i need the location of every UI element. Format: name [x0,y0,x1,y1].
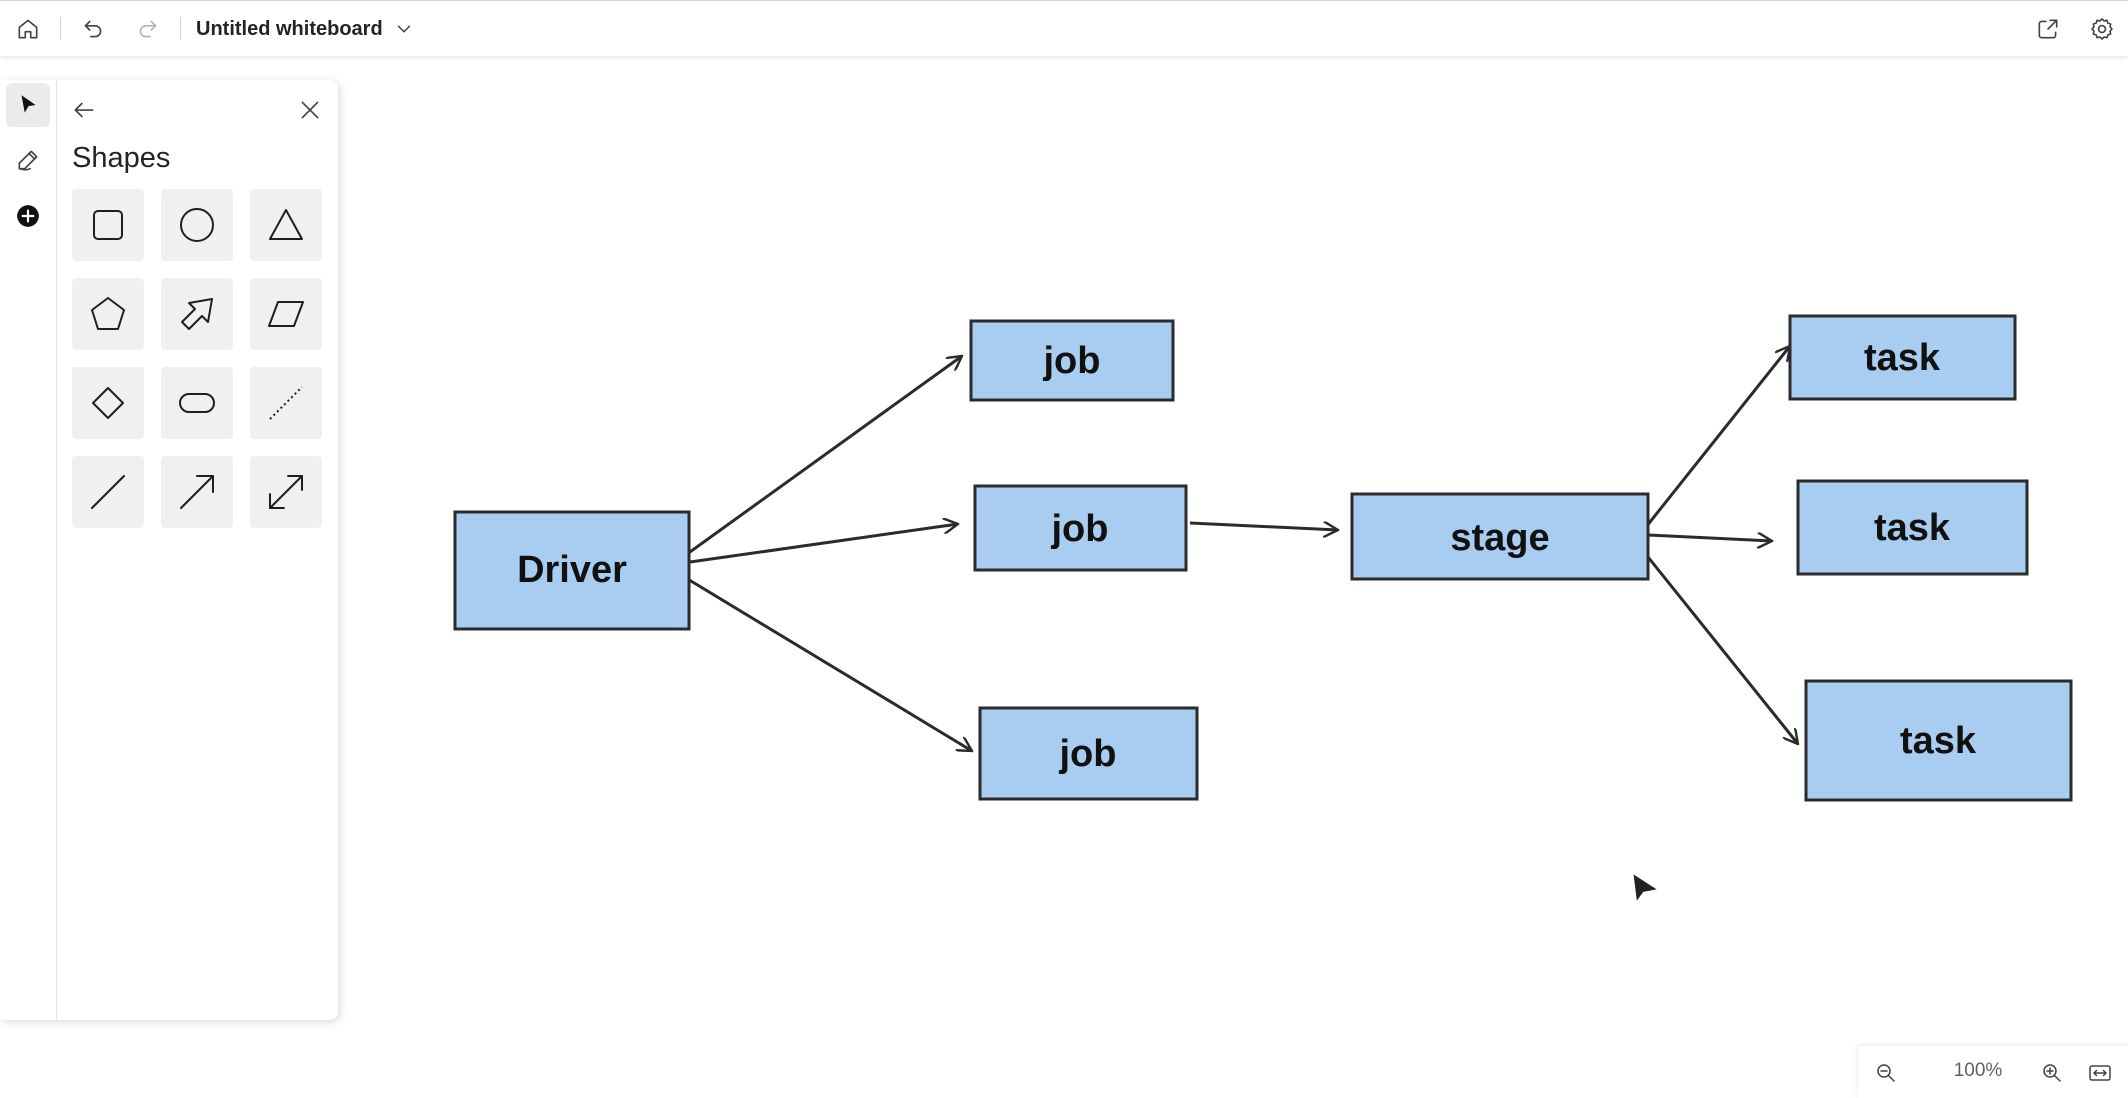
edge-stage-task2[interactable] [1647,535,1772,541]
edge-job2-stage[interactable] [1189,523,1338,530]
tool-rail [0,80,56,1020]
whiteboard-title: Untitled whiteboard [196,17,383,40]
node-job-1[interactable]: job [969,319,1175,402]
zoom-in-icon[interactable] [2036,1057,2068,1089]
node-task-2[interactable]: task [1796,479,2029,576]
zoom-controls: 100% [1858,1046,2128,1098]
whiteboard-title-button[interactable]: Untitled whiteboard [196,15,415,43]
zoom-level[interactable]: 100% [1953,1060,2003,1081]
pill-shape-icon[interactable] [161,367,233,439]
double-arrow-shape-icon[interactable] [250,456,322,528]
node-driver-label: Driver [517,549,627,591]
rail-divider [56,80,57,1020]
node-driver[interactable]: Driver [453,510,691,631]
fit-to-screen-icon[interactable] [2084,1057,2116,1089]
arrow-block-shape-icon[interactable] [161,278,233,350]
edge-stage-task3[interactable] [1646,556,1798,744]
node-task-2-label: task [1874,507,1951,549]
edge-driver-job2[interactable] [675,524,958,566]
select-pointer-icon[interactable] [6,83,50,127]
parallelogram-shape-icon[interactable] [250,278,322,350]
zoom-out-icon[interactable] [1870,1057,1902,1089]
redo-icon[interactable] [132,13,164,45]
panel-heading: Shapes [72,142,171,174]
home-icon[interactable] [12,13,44,45]
square-shape-icon[interactable] [72,189,144,261]
pentagon-shape-icon[interactable] [72,278,144,350]
undo-icon[interactable] [77,13,109,45]
triangle-shape-icon[interactable] [250,189,322,261]
arrow-line-shape-icon[interactable] [161,456,233,528]
edge-driver-job3[interactable] [685,576,972,751]
node-task-1-label: task [1864,337,1941,379]
toolbar-divider [60,17,61,40]
node-job-3[interactable]: job [978,706,1199,801]
edge-stage-task1[interactable] [1640,346,1790,533]
chevron-down-icon [397,25,410,33]
top-bar: Untitled whiteboard [0,0,2128,56]
mouse-cursor-icon [1630,870,1662,906]
node-task-3-label: task [1900,720,1977,762]
diamond-shape-icon[interactable] [72,367,144,439]
node-task-3[interactable]: task [1804,679,2073,802]
close-icon[interactable] [290,90,330,130]
node-job-3-label: job [1059,733,1117,775]
toolbar-divider [180,17,181,40]
node-stage[interactable]: stage [1350,492,1650,581]
share-icon[interactable] [2032,13,2064,45]
pen-icon[interactable] [6,138,50,182]
node-job-2[interactable]: job [973,484,1188,572]
node-job-2-label: job [1051,508,1109,550]
back-arrow-icon[interactable] [64,90,104,130]
edge-driver-job1[interactable] [675,356,962,564]
dotted-line-shape-icon[interactable] [250,367,322,439]
gear-icon[interactable] [2086,13,2118,45]
node-task-1[interactable]: task [1788,314,2017,401]
line-shape-icon[interactable] [72,456,144,528]
add-circle-icon[interactable] [6,194,50,238]
circle-shape-icon[interactable] [161,189,233,261]
node-job-1-label: job [1043,340,1101,382]
node-stage-label: stage [1450,517,1549,559]
